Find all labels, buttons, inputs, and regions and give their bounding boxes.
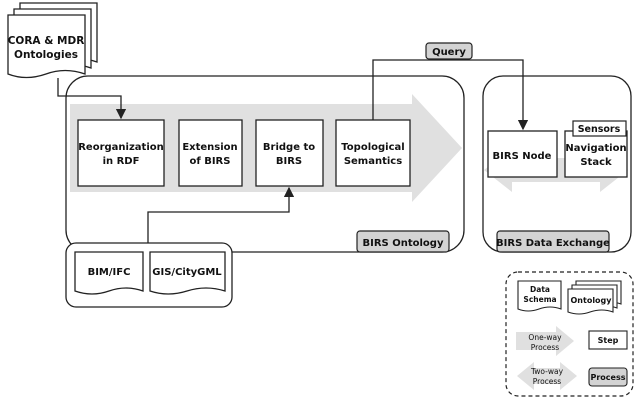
step-topological-semantics: Topological Semantics [335,119,411,187]
legend-oneway-label-2: Process [531,343,560,352]
step-reorganization-in-rdf: Reorganization in RDF [77,119,165,187]
step-birs-node: BIRS Node [487,130,558,178]
legend-two-way-process: Two-way Process [517,362,577,390]
legend-twoway-label-1: Two-way [530,367,564,376]
ext-label-1: Extension [182,142,237,153]
birs-node-label: BIRS Node [493,151,552,162]
legend-data-schema: Data Schema [517,280,562,312]
cora-mdr-label-2: Ontologies [14,49,78,61]
bridge-label-1: Bridge to [263,142,315,153]
legend-step-label: Step [598,336,619,345]
legend-data-schema-label-1: Data [530,285,550,294]
birs-data-exchange-label: BIRS Data Exchange [496,238,610,249]
legend-twoway-label-2: Process [533,377,562,386]
topo-label-1: Topological [341,142,404,153]
step-bridge-to-birs: Bridge to BIRS [255,119,324,187]
query-label-box [425,42,473,60]
legend-data-schema-label-2: Schema [523,295,556,304]
inputs-to-bridge-connector [147,186,295,244]
bim-ifc-doc: BIM/IFC [74,251,144,295]
cora-to-reorg-connector [57,78,127,120]
sensors-step: Sensors [572,120,627,137]
query-label: Query [432,47,466,58]
query-connector [372,59,529,131]
legend-step: Step [588,330,628,350]
birs-data-exchange-label-box [496,230,610,253]
step-extension-of-birs: Extension of BIRS [178,119,243,187]
bim-ifc-label: BIM/IFC [88,267,131,278]
bridge-label-2: BIRS [276,156,302,167]
nav-label-1: Navigation [565,143,626,154]
topo-label-2: Semantics [344,156,402,167]
legend-ontology-label: Ontology [571,296,613,305]
birs-ontology-process-label-box [356,230,450,253]
reorg-label-2: in RDF [103,156,140,167]
gis-citygml-label: GIS/CityGML [152,267,222,278]
cora-mdr-ontologies-doc: CORA & MDR Ontologies [7,2,98,79]
step-navigation-stack: Navigation Stack [564,130,628,178]
gis-citygml-doc: GIS/CityGML [149,251,226,295]
sensors-label: Sensors [578,124,621,135]
legend-process-label: Process [591,373,626,382]
reorg-label-1: Reorganization [78,142,164,153]
legend-one-way-process: One-way Process [516,326,574,356]
cora-mdr-label-1: CORA & MDR [8,35,85,47]
birs-ontology-label: BIRS Ontology [363,238,444,249]
legend-ontology: Ontology [567,280,622,315]
ext-label-2: of BIRS [190,156,231,167]
legend-process: Process [588,367,628,387]
nav-label-2: Stack [580,157,612,168]
legend-oneway-label-1: One-way [528,333,562,342]
